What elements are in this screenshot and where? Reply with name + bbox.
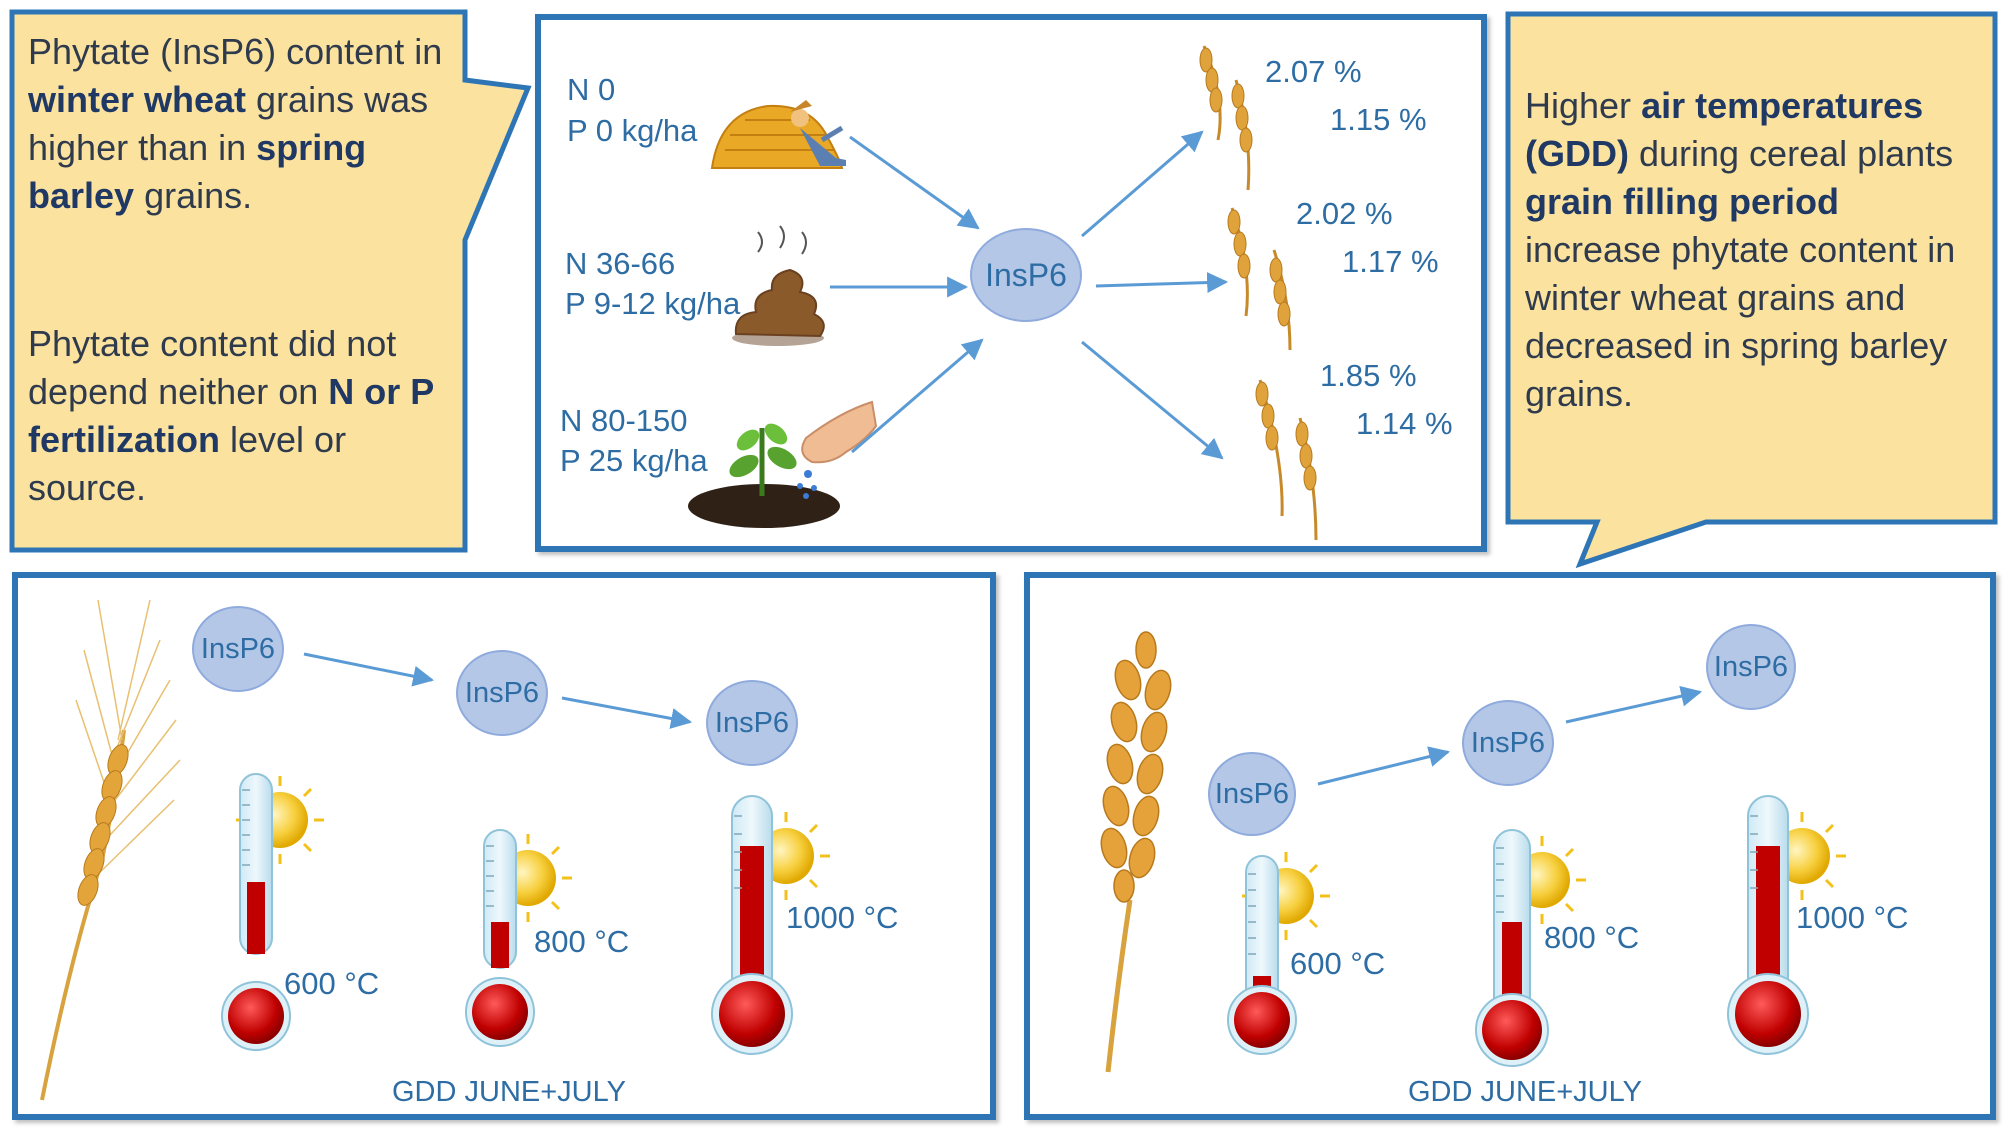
- text-run: increase phytate content in winter wheat…: [1525, 229, 1956, 414]
- output-barley-2: 1.14 %: [1356, 406, 1453, 441]
- input-n-2: N 80-150: [560, 403, 688, 438]
- output-barley-1: 1.17 %: [1342, 244, 1439, 279]
- grain-ears-icon-3: [1255, 379, 1318, 541]
- thermometer-icon-600-wheat: [1227, 852, 1330, 1055]
- wheat-insp6-node-1: InsP6: [1208, 752, 1296, 836]
- text-run: spring barley: [28, 127, 367, 216]
- text-run: grains.: [134, 175, 253, 216]
- text-run: Higher: [1525, 85, 1642, 126]
- barley-ear-icon: [40, 599, 181, 1101]
- output-wheat-2: 1.85 %: [1320, 358, 1417, 393]
- barley-temp-1000: 1000 °C: [786, 900, 899, 935]
- text-run: N or P fertilization: [28, 371, 434, 460]
- text-run: air temperatures (GDD): [1525, 85, 1924, 174]
- barley-temp-800: 800 °C: [534, 924, 630, 959]
- thermometer-icon-1000-wheat: [1727, 795, 1846, 1055]
- text-run: grain filling period: [1525, 181, 1839, 222]
- thermometer-icon-800-wheat: [1475, 829, 1586, 1067]
- wheat-temp-600: 600 °C: [1290, 946, 1386, 981]
- input-p-0: P 0 kg/ha: [567, 113, 698, 148]
- text-run: Phytate content did not depend neither o…: [28, 323, 397, 412]
- left-callout-para1: Phytate (InsP6) content in winter wheat …: [28, 28, 448, 220]
- output-wheat-0: 2.07 %: [1265, 54, 1362, 89]
- barley-insp6-node-1: InsP6: [192, 606, 284, 692]
- manure-icon: [732, 225, 825, 346]
- barley-temp-600: 600 °C: [284, 966, 380, 1001]
- wheat-temp-800: 800 °C: [1544, 920, 1640, 955]
- wheat-ear-icon: [1100, 631, 1172, 1073]
- right-callout-para1: Higher air temperatures (GDD) during cer…: [1525, 82, 1985, 418]
- text-run: level or source.: [28, 419, 347, 508]
- barley-insp6-node-2: InsP6: [456, 650, 548, 736]
- center-insp6-node: InsP6: [970, 228, 1082, 322]
- input-p-2: P 25 kg/ha: [560, 443, 708, 478]
- text-run: winter wheat: [28, 79, 247, 120]
- thermometer-icon-800-barley: [465, 829, 572, 1047]
- planting-icon: [688, 400, 878, 528]
- thermometer-icon-600-barley: [221, 773, 324, 1051]
- input-n-0: N 0: [567, 72, 616, 107]
- barley-gdd-footer: GDD JUNE+JULY: [392, 1076, 626, 1108]
- output-wheat-1: 2.02 %: [1296, 196, 1393, 231]
- hay-pile-icon: [710, 100, 846, 169]
- wheat-insp6-node-2: InsP6: [1462, 700, 1554, 786]
- thermometer-icon-1000-barley: [711, 795, 830, 1055]
- input-n-1: N 36-66: [565, 246, 676, 281]
- barley-insp6-node-3: InsP6: [706, 680, 798, 766]
- wheat-temp-1000: 1000 °C: [1796, 900, 1909, 935]
- text-run: during cereal plants: [1628, 133, 1954, 174]
- grain-ears-icon-1: [1199, 45, 1253, 191]
- wheat-insp6-node-3: InsP6: [1706, 624, 1796, 710]
- wheat-gdd-footer: GDD JUNE+JULY: [1408, 1076, 1642, 1108]
- grain-ears-icon-2: [1227, 207, 1292, 351]
- text-run: grains was higher than in: [28, 79, 429, 168]
- input-p-1: P 9-12 kg/ha: [565, 286, 741, 321]
- left-callout-para2: Phytate content did not depend neither o…: [28, 320, 458, 512]
- text-run: Phytate (InsP6) content in: [28, 31, 443, 72]
- output-barley-0: 1.15 %: [1330, 102, 1427, 137]
